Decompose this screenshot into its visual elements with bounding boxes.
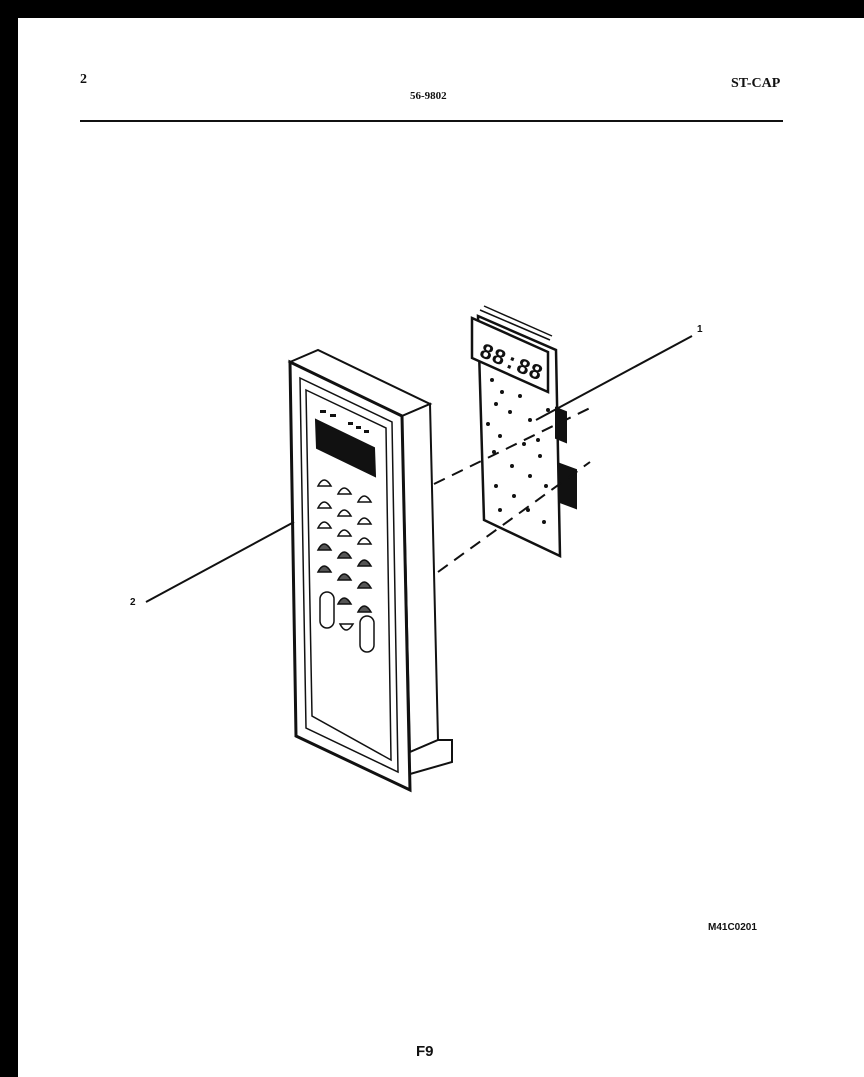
model-code: ST-CAP [731, 76, 781, 91]
leader-line-2 [145, 521, 295, 603]
control-panel [287, 348, 453, 793]
page-number: 2 [80, 72, 87, 87]
circuit-board [470, 305, 577, 558]
callout-item-2: 2 [130, 597, 136, 608]
leader-line-1 [535, 335, 693, 421]
panel-display-window [314, 418, 377, 478]
scan-border [0, 0, 18, 1077]
callout-item-1: 1 [697, 324, 703, 335]
header-rule [80, 120, 783, 122]
drawing-reference: M41C0201 [708, 922, 757, 933]
keypad-buttons [316, 479, 375, 653]
figure-label: F9 [416, 1043, 434, 1060]
alignment-lines [433, 407, 591, 573]
diagram-sheet [18, 18, 864, 1077]
led-display-module [470, 316, 550, 394]
part-code: 56-9802 [410, 90, 447, 102]
board-components [486, 378, 550, 524]
